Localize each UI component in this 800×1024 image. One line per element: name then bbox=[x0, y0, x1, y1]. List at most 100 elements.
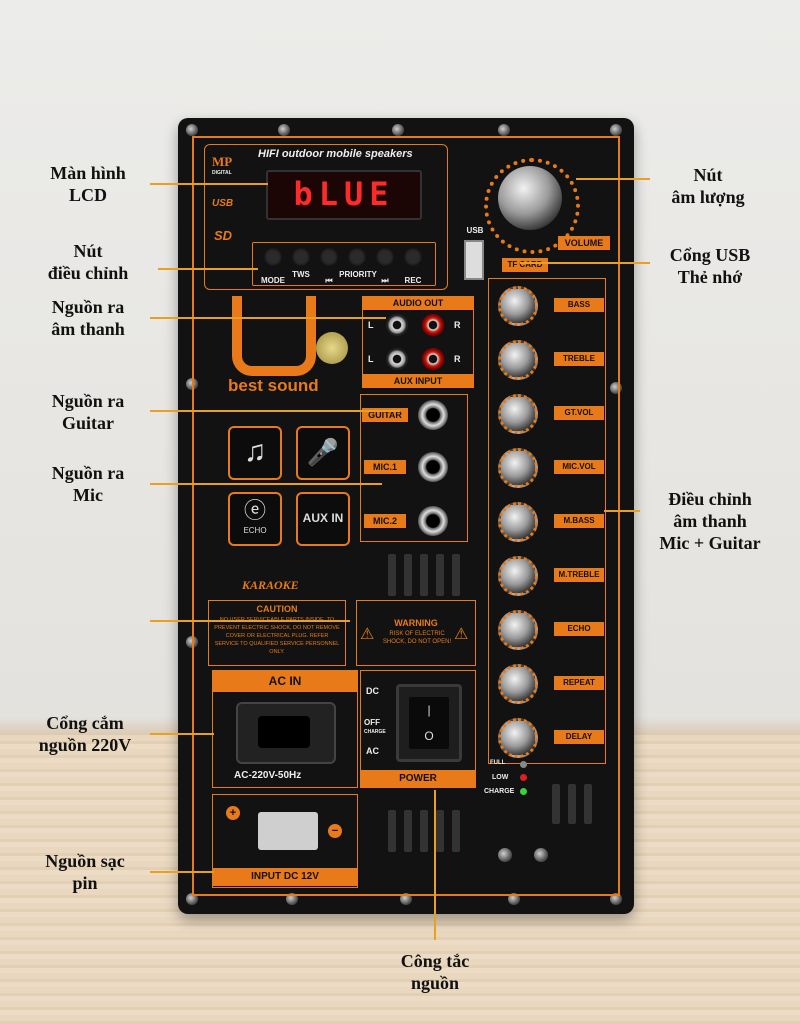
eq-knob[interactable] bbox=[498, 340, 538, 380]
eq-knob-label: DELAY bbox=[554, 730, 604, 744]
dc-terminal-block[interactable] bbox=[258, 812, 318, 850]
eq-knob-label: MIC.VOL bbox=[554, 460, 604, 474]
volume-scale bbox=[484, 158, 580, 254]
led-full bbox=[520, 761, 527, 768]
eq-knob[interactable] bbox=[498, 664, 538, 704]
warning-title: WARNING bbox=[394, 618, 438, 628]
callout-buttons: Nút điều chỉnh bbox=[47, 241, 129, 283]
usb-port-label: USB bbox=[466, 226, 484, 235]
eq-knob[interactable] bbox=[498, 610, 538, 650]
screw-icon bbox=[498, 848, 512, 862]
warning-text: RISK OF ELECTRIC SHOCK, DO NOT OPEN! bbox=[382, 631, 452, 645]
screw-icon bbox=[392, 124, 404, 136]
tws-button[interactable] bbox=[292, 248, 310, 266]
callout-lcd: Màn hình LCD bbox=[50, 163, 126, 205]
microphone-icon: 🎤 bbox=[296, 426, 350, 480]
dc-input-box bbox=[212, 794, 358, 888]
vent-slot bbox=[436, 810, 444, 852]
ac-label: AC bbox=[366, 746, 379, 756]
eq-knob[interactable] bbox=[498, 556, 538, 596]
rec-button[interactable] bbox=[404, 248, 422, 266]
vent-slot bbox=[404, 810, 412, 852]
eq-section bbox=[488, 278, 606, 764]
led-low-label: LOW bbox=[492, 774, 509, 781]
callout-volume: Nút âm lượng bbox=[671, 165, 745, 207]
ac-power-socket[interactable] bbox=[236, 702, 336, 764]
vent-slot bbox=[584, 784, 592, 824]
audio-out-right-jack[interactable] bbox=[422, 314, 444, 336]
brand-logo bbox=[232, 296, 316, 376]
volume-label: VOLUME bbox=[558, 236, 610, 250]
guitar-jack[interactable] bbox=[418, 400, 448, 430]
screw-icon bbox=[186, 124, 198, 136]
screw-icon bbox=[508, 893, 520, 905]
eq-knob-label: BASS bbox=[554, 298, 604, 312]
usb-port[interactable] bbox=[464, 240, 484, 280]
next-button[interactable] bbox=[376, 248, 394, 266]
aux-right-jack[interactable] bbox=[422, 348, 444, 370]
eq-knob[interactable] bbox=[498, 448, 538, 488]
play-pause-button[interactable] bbox=[348, 248, 366, 266]
warning-triangle-icon: ⚠ bbox=[454, 626, 469, 643]
screw-icon bbox=[186, 893, 198, 905]
eq-knob-label: M.BASS bbox=[554, 514, 604, 528]
input-dc-label: INPUT DC 12V bbox=[212, 868, 358, 886]
audio-out-right-label: R bbox=[454, 320, 461, 330]
callout-mic: Nguồn ra Mic bbox=[51, 463, 125, 505]
led-low bbox=[520, 774, 527, 781]
amplifier-panel: MP DIGITAL HIFI outdoor mobile speakers … bbox=[178, 118, 634, 914]
brand-name: best sound bbox=[228, 376, 319, 395]
plus-icon: + bbox=[226, 806, 240, 820]
callout-guitar: Nguồn ra Guitar bbox=[51, 391, 125, 433]
screw-icon bbox=[286, 893, 298, 905]
vent-slot bbox=[452, 554, 460, 596]
gold-seal bbox=[316, 332, 348, 364]
eq-knob[interactable] bbox=[498, 394, 538, 434]
caution-box bbox=[208, 600, 346, 666]
eq-knob-label: ECHO bbox=[554, 622, 604, 636]
echo-icon: ⓔ ECHO bbox=[228, 492, 282, 546]
minus-icon: − bbox=[328, 824, 342, 838]
aux-in-icon: AUX IN bbox=[296, 492, 350, 546]
screw-icon bbox=[400, 893, 412, 905]
mic2-jack[interactable] bbox=[418, 506, 448, 536]
music-note-icon: ♫ bbox=[228, 426, 282, 480]
mode-button[interactable] bbox=[264, 248, 282, 266]
screw-icon bbox=[610, 382, 622, 394]
led-charge-label: CHARGE bbox=[484, 788, 515, 795]
vent-slot bbox=[388, 810, 396, 852]
screw-icon bbox=[498, 124, 510, 136]
eq-knob[interactable] bbox=[498, 718, 538, 758]
audio-out-left-label: L bbox=[368, 320, 374, 330]
audio-out-left-jack[interactable] bbox=[386, 314, 408, 336]
eq-knob[interactable] bbox=[498, 286, 538, 326]
aux-left-jack[interactable] bbox=[386, 348, 408, 370]
callout-power-switch: Công tắc nguồn bbox=[400, 951, 470, 993]
input-jacks-box bbox=[360, 394, 468, 542]
sd-logo: SD bbox=[214, 228, 233, 243]
vent-slot bbox=[452, 810, 460, 852]
usb-logo: USB bbox=[212, 198, 234, 209]
warning-triangle-icon: ⚠ bbox=[360, 626, 375, 643]
digital-logo: MP bbox=[212, 154, 233, 169]
next-label: ⏭ bbox=[381, 276, 389, 285]
tws-label: TWS bbox=[292, 270, 310, 279]
eq-knob-label: REPEAT bbox=[554, 676, 604, 690]
mic1-jack[interactable] bbox=[418, 452, 448, 482]
echo-icon-label: ECHO bbox=[243, 526, 267, 535]
display-section bbox=[204, 144, 448, 290]
mic1-label: MIC.1 bbox=[364, 460, 406, 474]
callout-audio-out: Nguồn ra âm thanh bbox=[51, 297, 125, 339]
volume-knob[interactable] bbox=[498, 166, 562, 230]
caution-title: CAUTION bbox=[256, 604, 298, 614]
callout-ac-in: Cổng cắm nguồn 220V bbox=[38, 713, 132, 755]
screw-icon bbox=[610, 124, 622, 136]
vent-slot bbox=[388, 554, 396, 596]
digital-logo-sub: DIGITAL bbox=[212, 170, 232, 176]
prev-button[interactable] bbox=[320, 248, 338, 266]
screw-icon bbox=[610, 893, 622, 905]
mode-label: MODE bbox=[261, 276, 285, 285]
power-rocker-switch[interactable]: |O bbox=[396, 684, 462, 762]
eq-knob-label: M.TREBLE bbox=[554, 568, 604, 582]
eq-knob[interactable] bbox=[498, 502, 538, 542]
